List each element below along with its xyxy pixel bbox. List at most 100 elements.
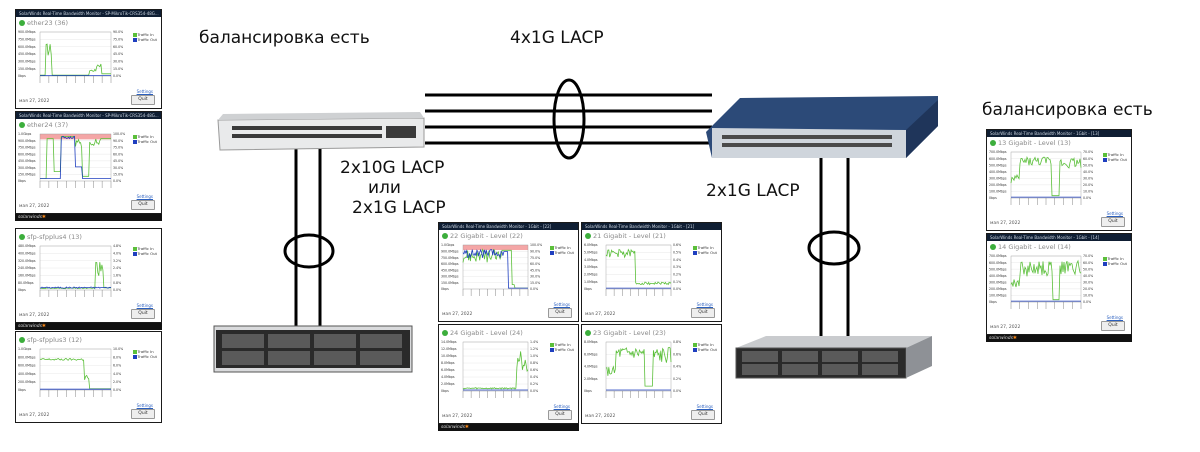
y-tick-label: 2.0Mbps <box>441 382 455 386</box>
y-pct-label: 6.0% <box>113 364 121 368</box>
y-pct-label: 90.0% <box>113 30 123 34</box>
plot-frame <box>462 341 529 392</box>
interface-status-icon <box>442 233 448 239</box>
settings-link[interactable]: Settings <box>553 404 570 409</box>
y-pct-label: 1.4% <box>530 340 538 344</box>
y-pct-label: 40.0% <box>1083 170 1093 174</box>
y-pct-label: 50.0% <box>1083 267 1093 271</box>
quit-button[interactable]: Quit <box>131 409 155 419</box>
y-pct-label: 0.6% <box>530 368 538 372</box>
monitor-interface-name: sfp-sfpplus3 (12) <box>19 336 82 345</box>
y-tick-label: 800.0Mbps <box>18 355 36 359</box>
monitor-interface-name: ether23 (36) <box>19 19 68 28</box>
y-tick-label: 6.0Mbps <box>441 368 455 372</box>
y-tick-label: 900.0Mbps <box>18 139 36 143</box>
y-pct-label: 0.0% <box>673 287 681 291</box>
settings-link[interactable]: Settings <box>136 194 153 199</box>
settings-link[interactable]: Settings <box>136 89 153 94</box>
y-tick-label: 700.0Mbps <box>989 150 1007 154</box>
bandwidth-monitor-m1: SolarWinds Real-Time Bandwidth Monitor -… <box>15 9 162 109</box>
monitor-titlebar[interactable]: SolarWinds Real-Time Bandwidth Monitor -… <box>16 112 161 119</box>
y-tick-label: 900.0Mbps <box>18 30 36 34</box>
quit-button[interactable]: Quit <box>1101 321 1125 331</box>
monitor-titlebar[interactable]: SolarWinds Real-Time Bandwidth Monitor -… <box>439 223 578 230</box>
switch-right <box>706 96 938 158</box>
interface-name-text: 22 Gigabit - Level (22) <box>450 232 523 240</box>
settings-link[interactable]: Settings <box>696 302 713 307</box>
vendor-name: solarwinds <box>441 425 465 430</box>
lacp-4x1g-links <box>425 93 712 145</box>
settings-link[interactable]: Settings <box>136 303 153 308</box>
y-pct-label: 0.8% <box>673 340 681 344</box>
interface-name-text: ether24 (37) <box>27 121 69 129</box>
legend-swatch-out <box>132 251 137 256</box>
legend-item-out: Traffic Out <box>132 37 157 42</box>
lacp-4x1g-bundle-ring <box>552 78 586 160</box>
quit-button[interactable]: Quit <box>548 308 572 318</box>
y-tick-label: 6.0Mbps <box>584 243 598 247</box>
y-tick-label: 0bps <box>18 288 26 292</box>
quit-button[interactable]: Quit <box>691 308 715 318</box>
traffic-in-series <box>1010 155 1082 197</box>
bandwidth-monitor-m9: SolarWinds Real-Time Bandwidth Monitor -… <box>986 129 1132 231</box>
quit-button[interactable]: Quit <box>131 309 155 319</box>
y-pct-label: 45.0% <box>113 52 123 56</box>
settings-link[interactable]: Settings <box>136 403 153 408</box>
quit-button[interactable]: Quit <box>548 410 572 420</box>
y-tick-label: 400.0Mbps <box>989 170 1007 174</box>
y-pct-label: 45.0% <box>530 268 540 272</box>
vendor-star-icon: ✱ <box>41 215 46 220</box>
quit-button[interactable]: Quit <box>131 200 155 210</box>
y-tick-label: 160.0Mbps <box>18 274 36 278</box>
quit-button[interactable]: Quit <box>131 95 155 105</box>
vendor-star-icon: ✱ <box>41 324 46 329</box>
monitor-date: мая 27, 2022 <box>19 413 50 418</box>
traffic-in-series <box>605 248 672 286</box>
monitor-titlebar[interactable]: SolarWinds Real-Time Bandwidth Monitor -… <box>987 234 1131 241</box>
monitor-interface-name: sfp-sfpplus4 (13) <box>19 233 82 242</box>
y-pct-label: 0.0% <box>113 179 121 183</box>
y-tick-label: 300.0Mbps <box>441 275 459 279</box>
interface-status-icon <box>990 244 996 250</box>
monitor-titlebar[interactable]: SolarWinds Real-Time Bandwidth Monitor -… <box>16 10 161 17</box>
y-tick-label: 1.0Gbps <box>18 347 32 351</box>
legend-item-in: Traffic In <box>132 32 158 37</box>
y-pct-label: 90.0% <box>113 139 123 143</box>
traffic-in-series <box>39 358 111 390</box>
y-tick-label: 150.0Mbps <box>18 67 36 71</box>
settings-link[interactable]: Settings <box>553 302 570 307</box>
y-pct-label: 4.0% <box>113 372 121 376</box>
lacp-2x10g-label-line3: 2x1G LACP <box>352 198 446 218</box>
y-tick-label: 0bps <box>989 300 997 304</box>
monitor-date: мая 27, 2022 <box>19 313 50 318</box>
quit-button[interactable]: Quit <box>691 410 715 420</box>
settings-link[interactable]: Settings <box>1106 315 1123 320</box>
y-pct-label: 30.0% <box>113 166 123 170</box>
lacp-2x10g-label-line1: 2x10G LACP <box>340 158 445 178</box>
interface-status-icon <box>19 20 25 26</box>
y-pct-label: 60.0% <box>113 152 123 156</box>
y-pct-label: 90.0% <box>530 249 540 253</box>
y-tick-label: 10.0Mbps <box>441 354 457 358</box>
interface-name-text: 13 Gigabit - Level (13) <box>998 139 1071 147</box>
interface-status-icon <box>442 330 448 336</box>
y-tick-label: 12.0Mbps <box>441 347 457 351</box>
monitor-date: мая 27, 2022 <box>585 414 616 419</box>
settings-link[interactable]: Settings <box>696 404 713 409</box>
monitor-interface-name: 24 Gigabit - Level (24) <box>442 329 523 338</box>
legend-swatch-in <box>1102 256 1107 261</box>
monitor-titlebar[interactable]: SolarWinds Real-Time Bandwidth Monitor -… <box>987 130 1131 137</box>
y-pct-label: 60.0% <box>530 262 540 266</box>
settings-link[interactable]: Settings <box>1106 211 1123 216</box>
monitor-date: мая 27, 2022 <box>19 204 50 209</box>
traffic-in-series <box>40 43 111 76</box>
quit-button[interactable]: Quit <box>1101 217 1125 227</box>
monitor-titlebar[interactable]: SolarWinds Real-Time Bandwidth Monitor -… <box>582 223 721 230</box>
y-tick-label: 200.0Mbps <box>18 380 36 384</box>
monitor-interface-name: ether24 (37) <box>19 121 68 130</box>
legend-label-in: Traffic In <box>1107 256 1124 261</box>
